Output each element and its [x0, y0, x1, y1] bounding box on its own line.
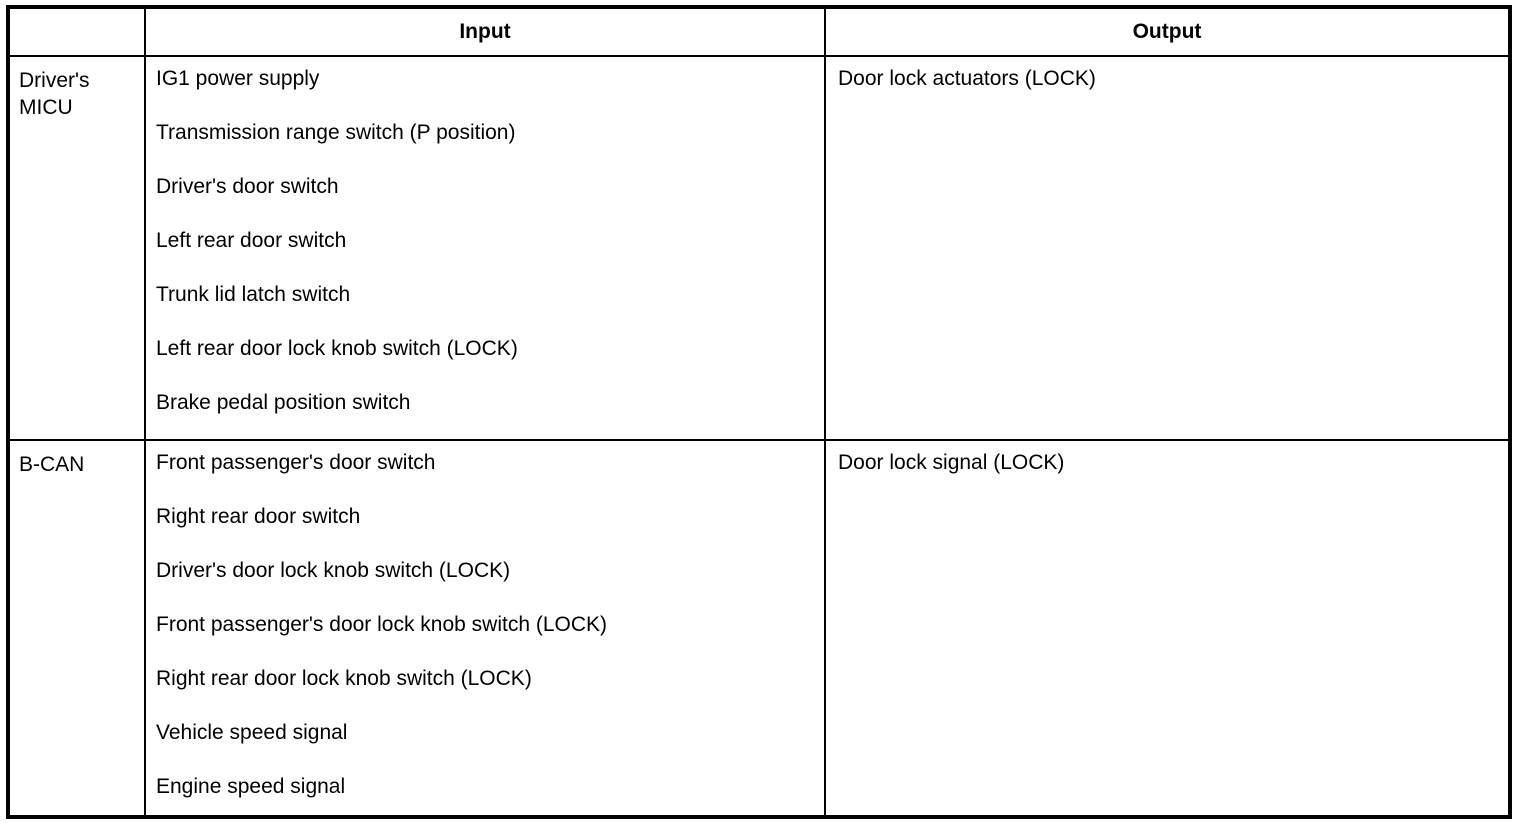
- input-item: Front passenger's door lock knob switch …: [156, 613, 608, 636]
- input-item: Front passenger's door switch: [156, 451, 436, 474]
- header-source-cell: [7, 6, 146, 57]
- input-item: Vehicle speed signal: [156, 721, 348, 744]
- output-cell: Door lock signal (LOCK): [824, 439, 1511, 818]
- input-item: Brake pedal position switch: [156, 391, 411, 414]
- input-item: Left rear door lock knob switch (LOCK): [156, 337, 518, 360]
- table-row-b-can: B-CAN Front passenger's door switch Righ…: [7, 439, 1511, 818]
- input-item: Left rear door switch: [156, 229, 347, 252]
- header-input-cell: Input: [144, 6, 826, 57]
- input-item: Right rear door lock knob switch (LOCK): [156, 667, 532, 690]
- source-label: B-CAN: [7, 439, 146, 818]
- output-item: Door lock actuators (LOCK): [838, 67, 1096, 90]
- input-item: Right rear door switch: [156, 505, 361, 528]
- output-cell: Door lock actuators (LOCK): [824, 55, 1511, 441]
- header-output-cell: Output: [824, 6, 1511, 57]
- input-list: Front passenger's door switch Right rear…: [144, 439, 826, 818]
- input-item: Trunk lid latch switch: [156, 283, 351, 306]
- input-item: Transmission range switch (P position): [156, 121, 516, 144]
- output-item: Door lock signal (LOCK): [838, 451, 1065, 474]
- input-output-table: Input Output Driver's MICU IG1 power sup…: [6, 5, 1512, 819]
- input-item: Engine speed signal: [156, 775, 346, 798]
- input-list: IG1 power supply Transmission range swit…: [144, 55, 826, 441]
- input-item: Driver's door switch: [156, 175, 339, 198]
- input-item: IG1 power supply: [156, 67, 320, 90]
- input-item: Driver's door lock knob switch (LOCK): [156, 559, 511, 582]
- table-row-drivers-micu: Driver's MICU IG1 power supply Transmiss…: [7, 55, 1511, 441]
- table-header-row: Input Output: [7, 6, 1511, 57]
- source-label: Driver's MICU: [7, 55, 146, 441]
